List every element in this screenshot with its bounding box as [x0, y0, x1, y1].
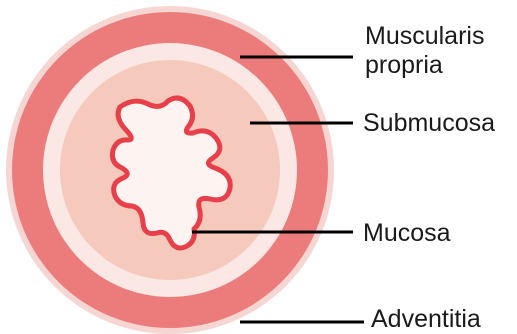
label-muscularis-line2: propria	[365, 51, 484, 80]
label-submucosa: Submucosa	[363, 109, 495, 138]
label-adventitia: Adventitia	[371, 305, 481, 334]
label-muscularis-line1: Muscularis	[365, 22, 484, 51]
label-mucosa: Mucosa	[363, 219, 451, 248]
label-muscularis-propria: Muscularis propria	[365, 22, 484, 80]
